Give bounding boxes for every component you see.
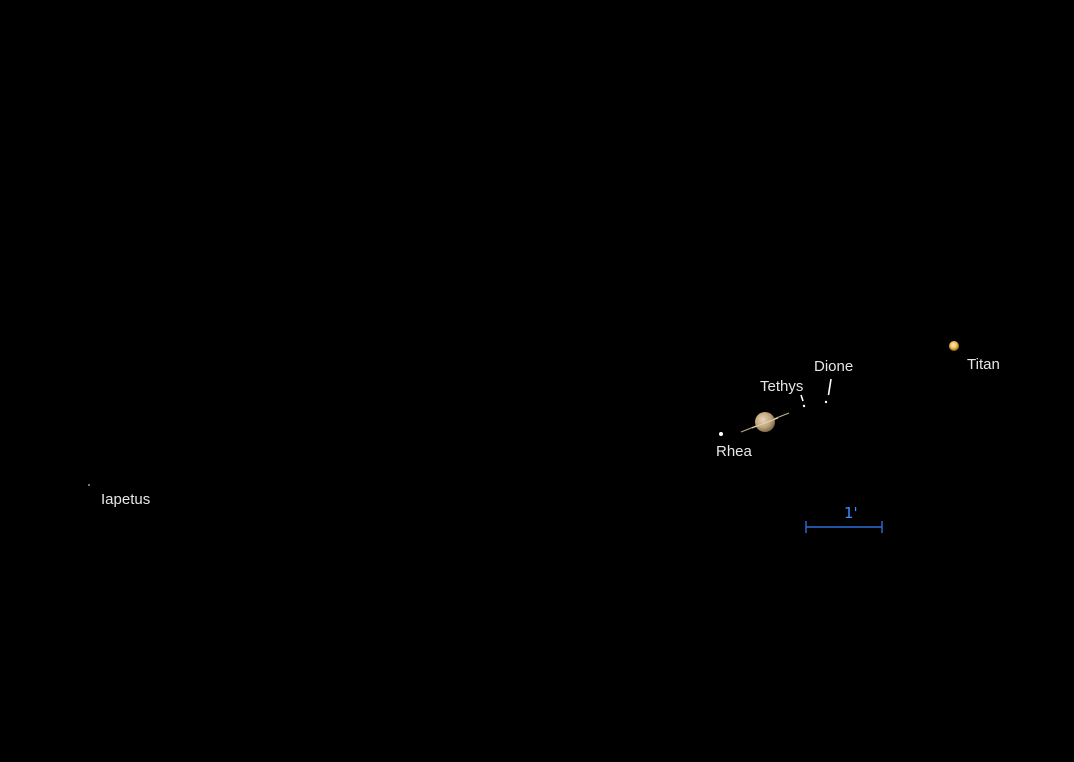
titan-label: Titan (967, 356, 1000, 373)
moon-tethys[interactable]: Tethys (760, 378, 806, 408)
saturn[interactable] (740, 412, 790, 433)
moon-dione[interactable]: Dione (814, 358, 853, 404)
moon-iapetus[interactable]: Iapetus (88, 484, 150, 508)
tethys-label: Tethys (760, 378, 803, 395)
iapetus-dot (88, 484, 90, 486)
dione-label: Dione (814, 358, 853, 375)
saturn-globe (755, 412, 775, 432)
moon-titan[interactable]: Titan (949, 341, 1000, 373)
scale-bar-label: 1' (844, 504, 858, 522)
saturn-ring-front (751, 417, 779, 429)
dione-dot (824, 400, 828, 404)
tethys-leader-line (800, 394, 804, 402)
rhea-label: Rhea (716, 443, 753, 460)
ringed-planet-icon (740, 412, 790, 433)
rhea-dot (719, 432, 723, 436)
tethys-dot (802, 404, 806, 408)
titan-disc (949, 341, 959, 351)
moon-rhea[interactable]: Rhea (716, 432, 753, 460)
scale-bar: 1' (805, 504, 883, 533)
dione-leader-line (827, 378, 832, 396)
iapetus-label: Iapetus (101, 491, 150, 508)
